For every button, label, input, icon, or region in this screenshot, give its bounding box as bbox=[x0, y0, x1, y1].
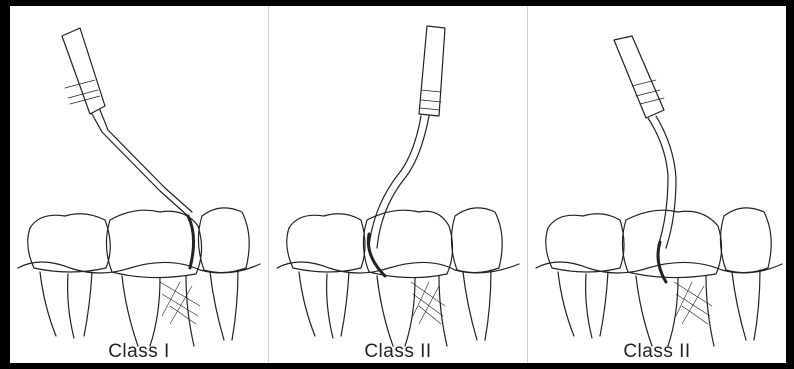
tooth-crown-1 bbox=[287, 214, 365, 272]
tooth-crown-1 bbox=[28, 214, 111, 272]
caption-label: Class I bbox=[10, 341, 268, 363]
probe-shank bbox=[92, 114, 188, 216]
probe-shank-edge bbox=[656, 116, 676, 248]
probe-handle bbox=[419, 26, 445, 116]
probe-shank-edge bbox=[377, 116, 429, 248]
probe-shank bbox=[648, 118, 668, 246]
roots-tooth-1 bbox=[558, 272, 608, 338]
tooth-crown-2 bbox=[106, 210, 201, 277]
roots-tooth-2 bbox=[122, 276, 194, 346]
panel-class-ii-b: Class II bbox=[528, 6, 786, 363]
tooth-crown-3 bbox=[198, 208, 249, 273]
panel-class-ii-a: Class II bbox=[269, 6, 528, 363]
roots-tooth-3 bbox=[210, 270, 238, 340]
probe-grip-lines bbox=[420, 90, 441, 110]
roots-tooth-1 bbox=[40, 272, 92, 338]
panel-class-i: Class I bbox=[10, 6, 269, 363]
caption-label: Class II bbox=[269, 341, 527, 363]
tooth-crown-2 bbox=[622, 210, 721, 277]
roots-tooth-3 bbox=[463, 270, 491, 340]
illustration-class-i bbox=[10, 6, 268, 363]
probe-shank bbox=[369, 116, 421, 246]
caption-label: Class II bbox=[528, 341, 786, 363]
tooth-crown-3 bbox=[720, 208, 771, 273]
illustration-class-ii-b bbox=[528, 6, 786, 363]
roots-tooth-3 bbox=[732, 270, 760, 340]
illustration-class-ii-a bbox=[269, 6, 527, 363]
probe-shank-edge bbox=[100, 110, 192, 212]
probe-handle bbox=[614, 36, 664, 118]
tooth-crown-3 bbox=[451, 208, 502, 273]
tooth-crown-1 bbox=[546, 214, 624, 272]
probe-tip bbox=[188, 216, 194, 268]
probe-tip bbox=[658, 242, 666, 282]
furcation-hatch bbox=[160, 282, 200, 324]
figure: Class I Class II bbox=[10, 6, 786, 363]
probe-handle bbox=[62, 28, 105, 114]
roots-tooth-1 bbox=[299, 272, 349, 338]
